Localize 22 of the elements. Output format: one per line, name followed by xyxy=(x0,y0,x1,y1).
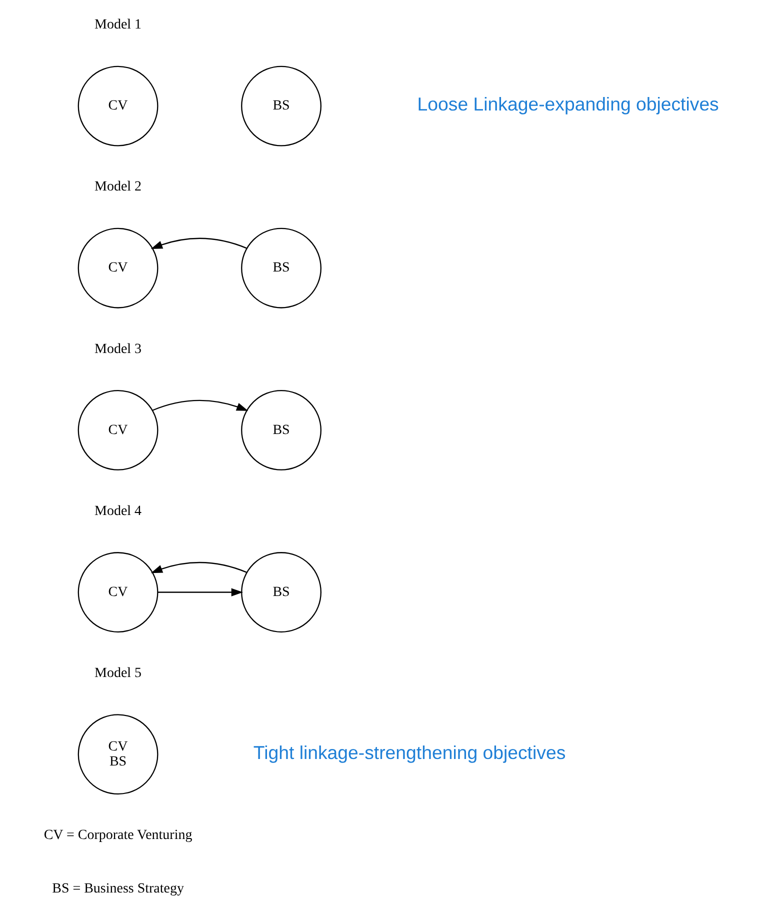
label: CV = Corporate Venturing xyxy=(44,828,192,843)
label: Model 1 xyxy=(94,18,142,33)
label: Model 2 xyxy=(94,180,142,195)
label: Tight linkage-strengthening objectives xyxy=(253,742,566,763)
node-circle: BS xyxy=(241,552,322,632)
label: Loose Linkage-expanding objectives xyxy=(417,93,719,114)
label: BS = Business Strategy xyxy=(52,882,184,897)
node-circle: CV xyxy=(78,390,158,470)
node-circle: BS xyxy=(241,228,322,308)
node-circle: CV xyxy=(78,66,158,146)
node-circle: CV BS xyxy=(78,714,158,795)
arrow xyxy=(150,562,247,574)
label: Model 4 xyxy=(94,504,142,519)
node-circle: CV xyxy=(78,228,158,308)
label: Model 5 xyxy=(94,666,142,681)
node-circle: BS xyxy=(241,390,322,470)
arrow xyxy=(152,400,248,411)
node-circle: BS xyxy=(241,66,322,146)
arrow xyxy=(150,238,247,249)
arrow xyxy=(158,588,244,596)
node-circle: CV xyxy=(78,552,158,632)
label: Model 3 xyxy=(94,342,142,357)
